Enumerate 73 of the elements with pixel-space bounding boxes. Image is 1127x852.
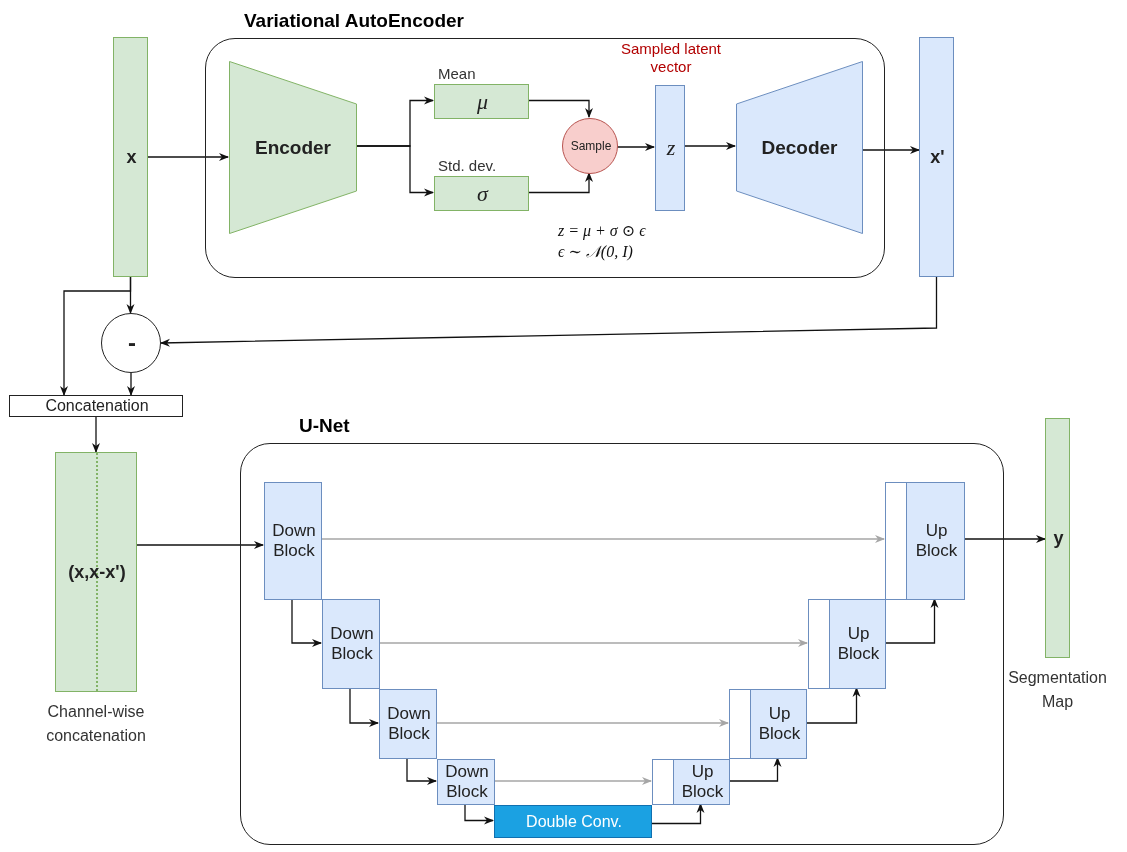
input-bar — [113, 37, 148, 277]
node-heading: Std. dev. — [438, 157, 497, 174]
decoder-block — [736, 61, 863, 234]
arrow — [92, 416, 100, 453]
down-block — [379, 689, 437, 759]
encoder-block — [229, 61, 357, 234]
node-label: Encoder — [255, 136, 331, 159]
down-block — [437, 759, 495, 805]
up-block — [729, 689, 807, 759]
block-label: Down Block — [386, 704, 432, 744]
arrow — [349, 687, 379, 727]
arrow — [355, 145, 434, 197]
node-label: μ — [476, 88, 488, 115]
node-label: (x,x-x') — [68, 561, 126, 583]
caption-text: Channel-wise concatenation — [45, 702, 147, 746]
node-heading: Sampled latent vector — [619, 40, 723, 76]
arrow — [127, 372, 135, 396]
node-label: σ — [477, 180, 488, 207]
arrow — [963, 535, 1046, 543]
node-label: Concatenation — [45, 397, 149, 415]
subtract-circle — [101, 313, 161, 373]
arrow — [406, 757, 437, 785]
node-label: Decoder — [761, 136, 838, 159]
arrow — [136, 541, 264, 549]
block-label: Down Block — [329, 624, 375, 664]
down-block — [264, 482, 322, 600]
container-title: U-Net — [299, 415, 350, 437]
arrow — [683, 142, 736, 150]
node-label: z — [666, 135, 676, 161]
arrow — [60, 276, 132, 396]
node-label: x — [126, 146, 137, 168]
arrow — [493, 777, 652, 785]
arrow — [320, 535, 885, 543]
caption-text: Segmentation Map — [1007, 668, 1108, 712]
arrow — [650, 803, 705, 825]
output-bar — [1045, 418, 1070, 658]
node-label: Double Conv. — [526, 812, 622, 831]
concatenation-box — [9, 395, 183, 417]
reconstruction-bar — [919, 37, 954, 277]
formula-text: z = μ + σ ⊙ ϵ — [558, 221, 646, 240]
container-title: Variational AutoEncoder — [244, 10, 464, 32]
down-block — [322, 599, 380, 689]
sample-circle — [562, 118, 618, 174]
up-block — [808, 599, 886, 689]
block-label: Down Block — [444, 762, 490, 802]
node-heading: Mean — [438, 65, 476, 82]
block-label: Up Block — [836, 624, 881, 664]
node-label: x' — [930, 146, 945, 168]
arrow — [291, 598, 322, 647]
arrow — [435, 719, 729, 727]
block-label: Up Block — [914, 521, 959, 561]
up-block — [652, 759, 730, 805]
arrow — [147, 153, 229, 161]
arrow — [464, 803, 494, 825]
arrow — [861, 146, 920, 154]
arrow — [160, 276, 938, 347]
arrow — [527, 99, 593, 118]
node-label: - — [128, 329, 136, 357]
block-label: Up Block — [757, 704, 802, 744]
double-conv-box — [494, 805, 652, 838]
arrow — [728, 757, 782, 782]
formula-text: ϵ ∼ 𝒩(0, I) — [558, 242, 633, 261]
up-block — [885, 482, 965, 600]
arrow — [527, 172, 593, 194]
arrow — [616, 143, 655, 151]
arrow — [378, 639, 808, 647]
block-label: Down Block — [271, 521, 317, 561]
concatenated-input-bar — [55, 452, 137, 692]
node-label: y — [1053, 527, 1064, 549]
block-label: Up Block — [680, 762, 725, 802]
arrow — [884, 598, 939, 644]
node-label: Sample — [570, 139, 612, 153]
arrow — [805, 687, 861, 724]
